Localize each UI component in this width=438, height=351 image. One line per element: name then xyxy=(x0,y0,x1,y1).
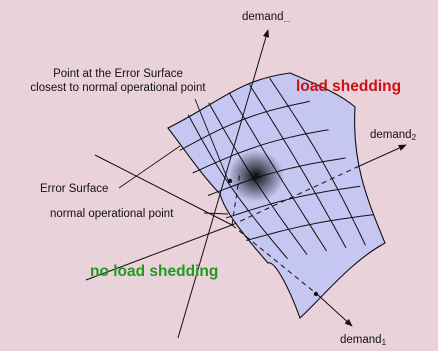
error-surface xyxy=(167,72,386,319)
demand-2-label: demand2 xyxy=(370,129,417,142)
error-blob xyxy=(228,150,284,202)
demand-1-dot xyxy=(313,291,319,297)
load-shedding-label: load shedding xyxy=(296,78,402,95)
grid-line xyxy=(225,185,361,219)
closest-point-leader xyxy=(194,98,229,181)
closest-point-label: Point at the Error Surface closest to no… xyxy=(30,68,206,94)
error-surface-leader xyxy=(118,145,181,189)
demand-dots-axis xyxy=(177,29,270,339)
grid-line xyxy=(246,214,374,241)
demand-1-axis xyxy=(317,294,353,327)
normal-point-label: normal operational point xyxy=(50,208,174,220)
demand-1-label: demand1 xyxy=(340,334,387,347)
grid-line xyxy=(192,129,329,174)
grid-line xyxy=(179,100,310,151)
no-load-shedding-label: no load shedding xyxy=(90,263,219,280)
error-surface-label: Error Surface xyxy=(40,183,109,195)
demand-2-axis xyxy=(354,144,407,169)
closest-point-dot xyxy=(227,178,233,184)
demand-dots-label: demand... xyxy=(242,11,291,24)
